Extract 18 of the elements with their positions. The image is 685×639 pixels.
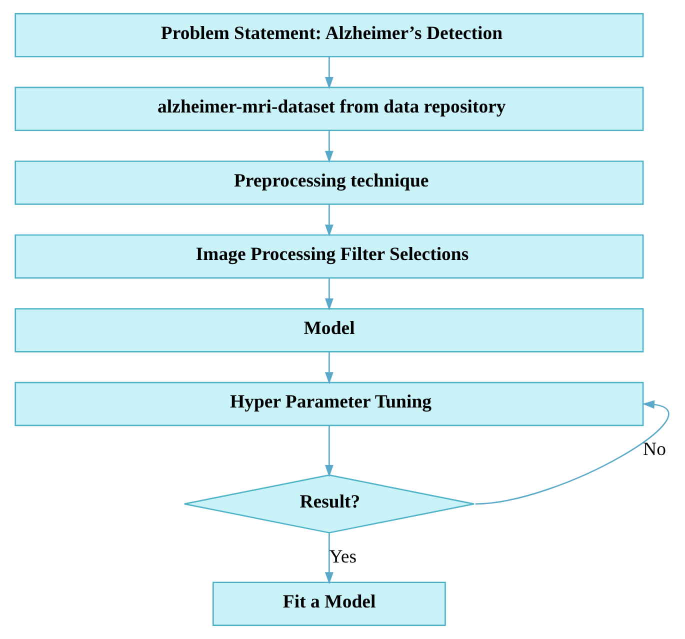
edge-label: No xyxy=(643,439,666,460)
arrow xyxy=(324,204,334,237)
arrow xyxy=(475,400,670,505)
node-box: Model xyxy=(14,308,644,352)
node-box: Image Processing Filter Selections xyxy=(14,234,644,279)
arrow xyxy=(324,425,334,478)
arrow xyxy=(324,532,334,584)
node-box: alzheimer-mri-dataset from data repository xyxy=(14,86,644,132)
arrow xyxy=(324,56,334,90)
node-box: Problem Statement: Alzheimer’s Detection xyxy=(14,13,644,58)
arrow xyxy=(324,278,334,310)
node-diamond: Result? xyxy=(184,474,475,534)
arrow xyxy=(324,352,334,384)
edge-label: Yes xyxy=(329,546,357,568)
node-box: Preprocessing technique xyxy=(14,160,644,205)
arrow xyxy=(324,130,334,163)
node-box: Hyper Parameter Tuning xyxy=(14,382,644,426)
node-box: Fit a Model xyxy=(212,582,446,626)
